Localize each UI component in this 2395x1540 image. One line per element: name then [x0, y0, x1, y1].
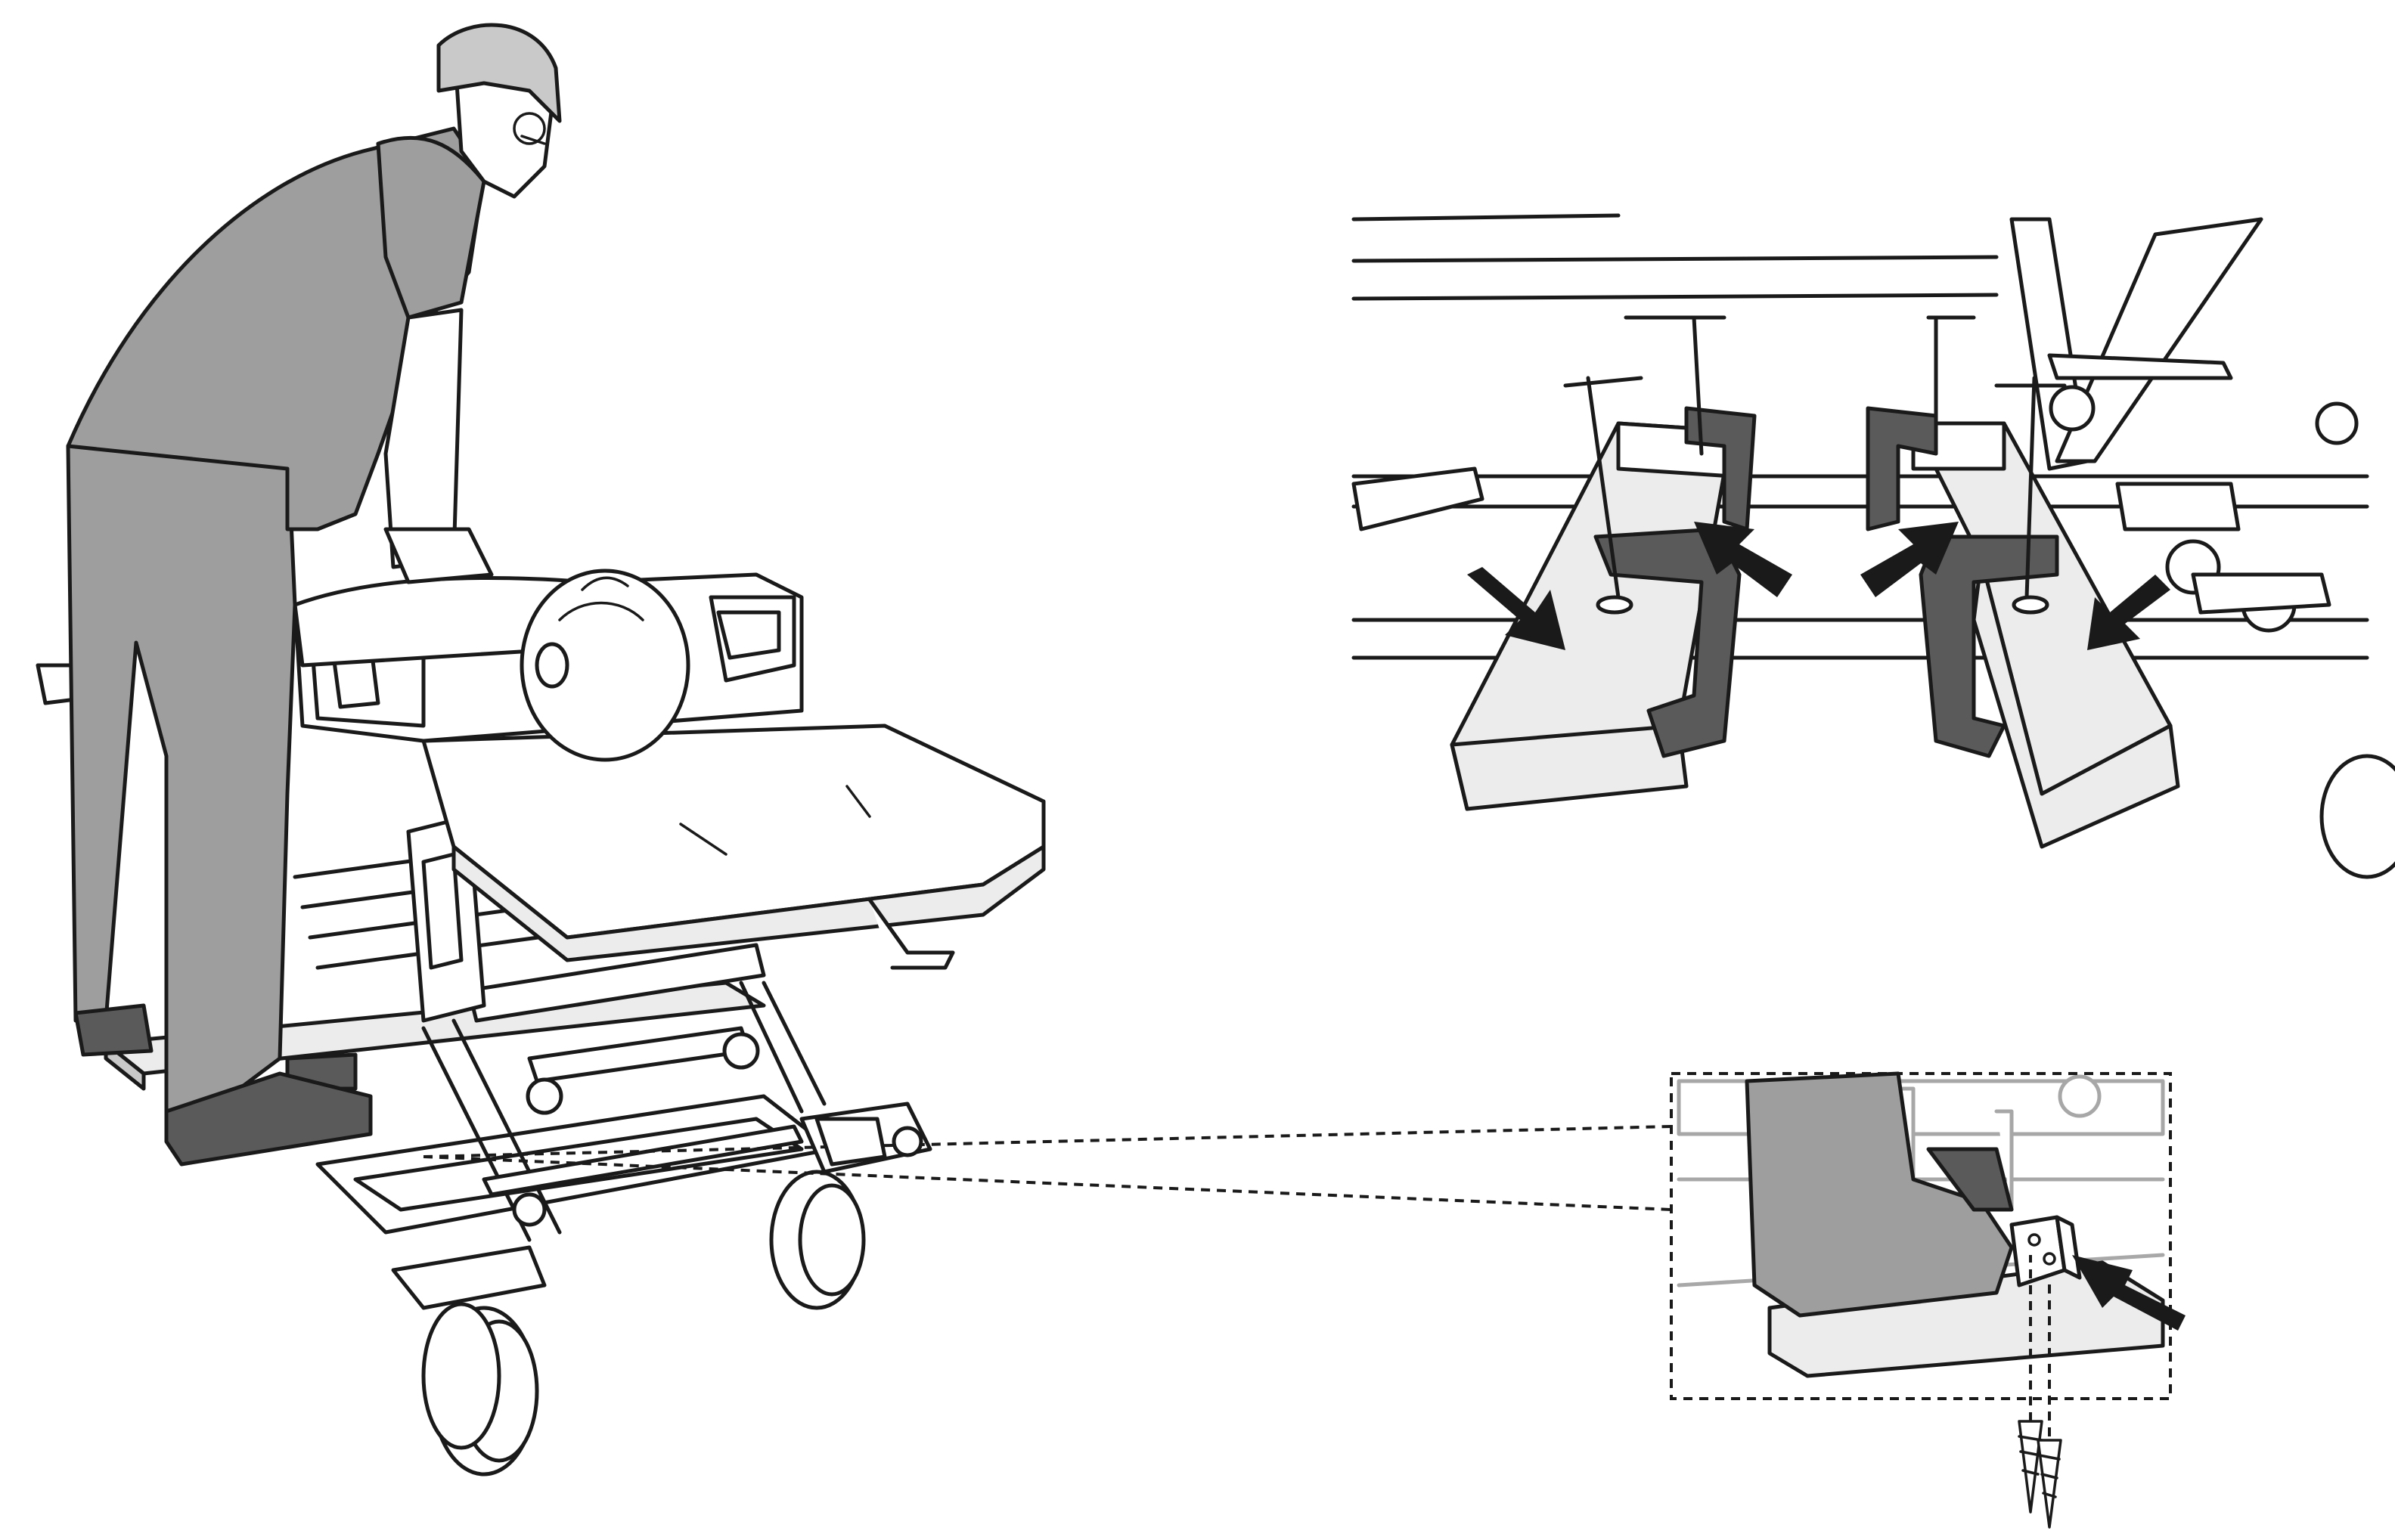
overview-panel — [36, 23, 1672, 1476]
arrow-icon — [1694, 522, 1792, 597]
detail-shoe — [1745, 1071, 2165, 1378]
screw-icon — [2037, 1439, 2062, 1529]
wheel-front-left — [421, 1302, 539, 1476]
screw-icon — [2018, 1420, 2043, 1514]
patient — [293, 569, 690, 762]
arrow-icon — [1860, 522, 1959, 597]
arrow-icon — [2072, 1255, 2186, 1331]
bracket — [2009, 1215, 2082, 1287]
wheel-front-right — [769, 1170, 866, 1310]
frame-lines — [1351, 213, 2395, 879]
foot-bracket-target — [814, 1117, 923, 1167]
projection-lines — [423, 1125, 1672, 1211]
standing-person — [66, 23, 562, 1167]
clamp-right — [1866, 315, 2067, 758]
arrow-icon — [1467, 567, 1565, 650]
clamp-left — [1563, 315, 1757, 758]
arrow-icon — [2087, 575, 2170, 650]
clamp-detail-panel — [1351, 213, 2395, 879]
foot-detail-panel — [1670, 1071, 2186, 1529]
